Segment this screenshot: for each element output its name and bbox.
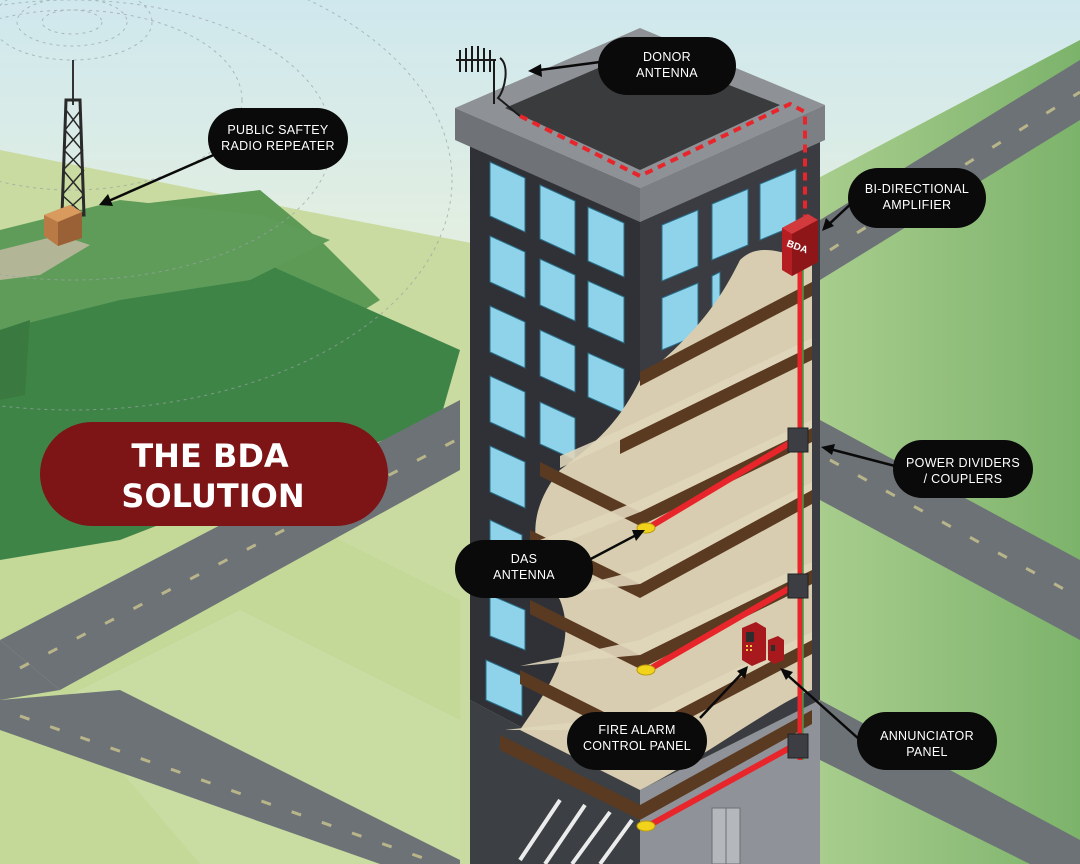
title-badge: THE BDA SOLUTION — [40, 422, 388, 526]
callout-bda-line1: BI-DIRECTIONAL — [865, 182, 969, 196]
title-line-2: SOLUTION — [121, 477, 304, 515]
plateau — [0, 200, 330, 330]
road-lower-left — [0, 690, 460, 864]
building-base-left — [470, 700, 640, 864]
callout-das-line2: ANTENNA — [493, 568, 555, 582]
callout-power-dividers: POWER DIVIDERS / COUPLERS — [893, 440, 1033, 498]
title-pill — [40, 422, 388, 526]
das-antennas — [636, 522, 656, 832]
cliff-edge — [0, 320, 30, 400]
callout-das-antenna: DAS ANTENNA — [455, 540, 593, 598]
callout-repeater-line2: RADIO REPEATER — [221, 139, 335, 153]
branch-cable-2 — [646, 582, 797, 673]
coupler-3 — [787, 733, 809, 759]
callout-donor-antenna-line1: DONOR — [643, 50, 691, 64]
fire-alarm-panel — [742, 622, 766, 666]
road-right — [820, 420, 1080, 640]
callout-bda-line2: AMPLIFIER — [883, 198, 952, 212]
annunciator-device — [768, 636, 784, 664]
callout-facp-line1: FIRE ALARM — [598, 723, 675, 737]
branch-cable-1 — [646, 437, 797, 531]
callout-das-line1: DAS — [511, 552, 538, 566]
callout-annunciator-panel: ANNUNCIATOR PANEL — [857, 712, 997, 770]
radio-tower — [44, 60, 86, 246]
windows-right — [661, 168, 797, 351]
callout-donor-antenna: DONOR ANTENNA — [598, 37, 736, 95]
coupler-2 — [787, 573, 809, 599]
dirt-path — [0, 235, 90, 280]
branch-cable-3 — [646, 742, 797, 829]
callout-annunciator-line1: ANNUNCIATOR — [880, 729, 974, 743]
callout-bda-amplifier: BI-DIRECTIONAL AMPLIFIER — [848, 168, 986, 228]
coax-cables — [519, 101, 807, 829]
das-antenna-3 — [636, 820, 656, 832]
callout-facp-line2: CONTROL PANEL — [583, 739, 691, 753]
coupler-1 — [787, 427, 809, 453]
callout-annunciator-line2: PANEL — [906, 745, 948, 759]
donor-antenna — [456, 46, 521, 117]
callout-fire-alarm-panel: FIRE ALARM CONTROL PANEL — [567, 712, 707, 770]
couplers — [787, 427, 809, 759]
arrowheads — [99, 64, 835, 680]
callout-repeater-line1: PUBLIC SAFTEY — [227, 123, 329, 137]
callout-public-safety-repeater: PUBLIC SAFTEY RADIO REPEATER — [208, 108, 348, 170]
callout-dividers-line1: POWER DIVIDERS — [906, 456, 1020, 470]
das-antenna-2 — [636, 664, 656, 676]
bda-box: BDA — [782, 214, 818, 276]
roof-cable — [519, 101, 807, 230]
callout-dividers-line2: / COUPLERS — [924, 472, 1003, 486]
windows-left — [485, 161, 625, 717]
callout-donor-antenna-line2: ANTENNA — [636, 66, 698, 80]
lawn-lower — [60, 610, 460, 864]
title-line-1: THE BDA — [131, 437, 289, 475]
callout-arrows — [103, 60, 896, 741]
